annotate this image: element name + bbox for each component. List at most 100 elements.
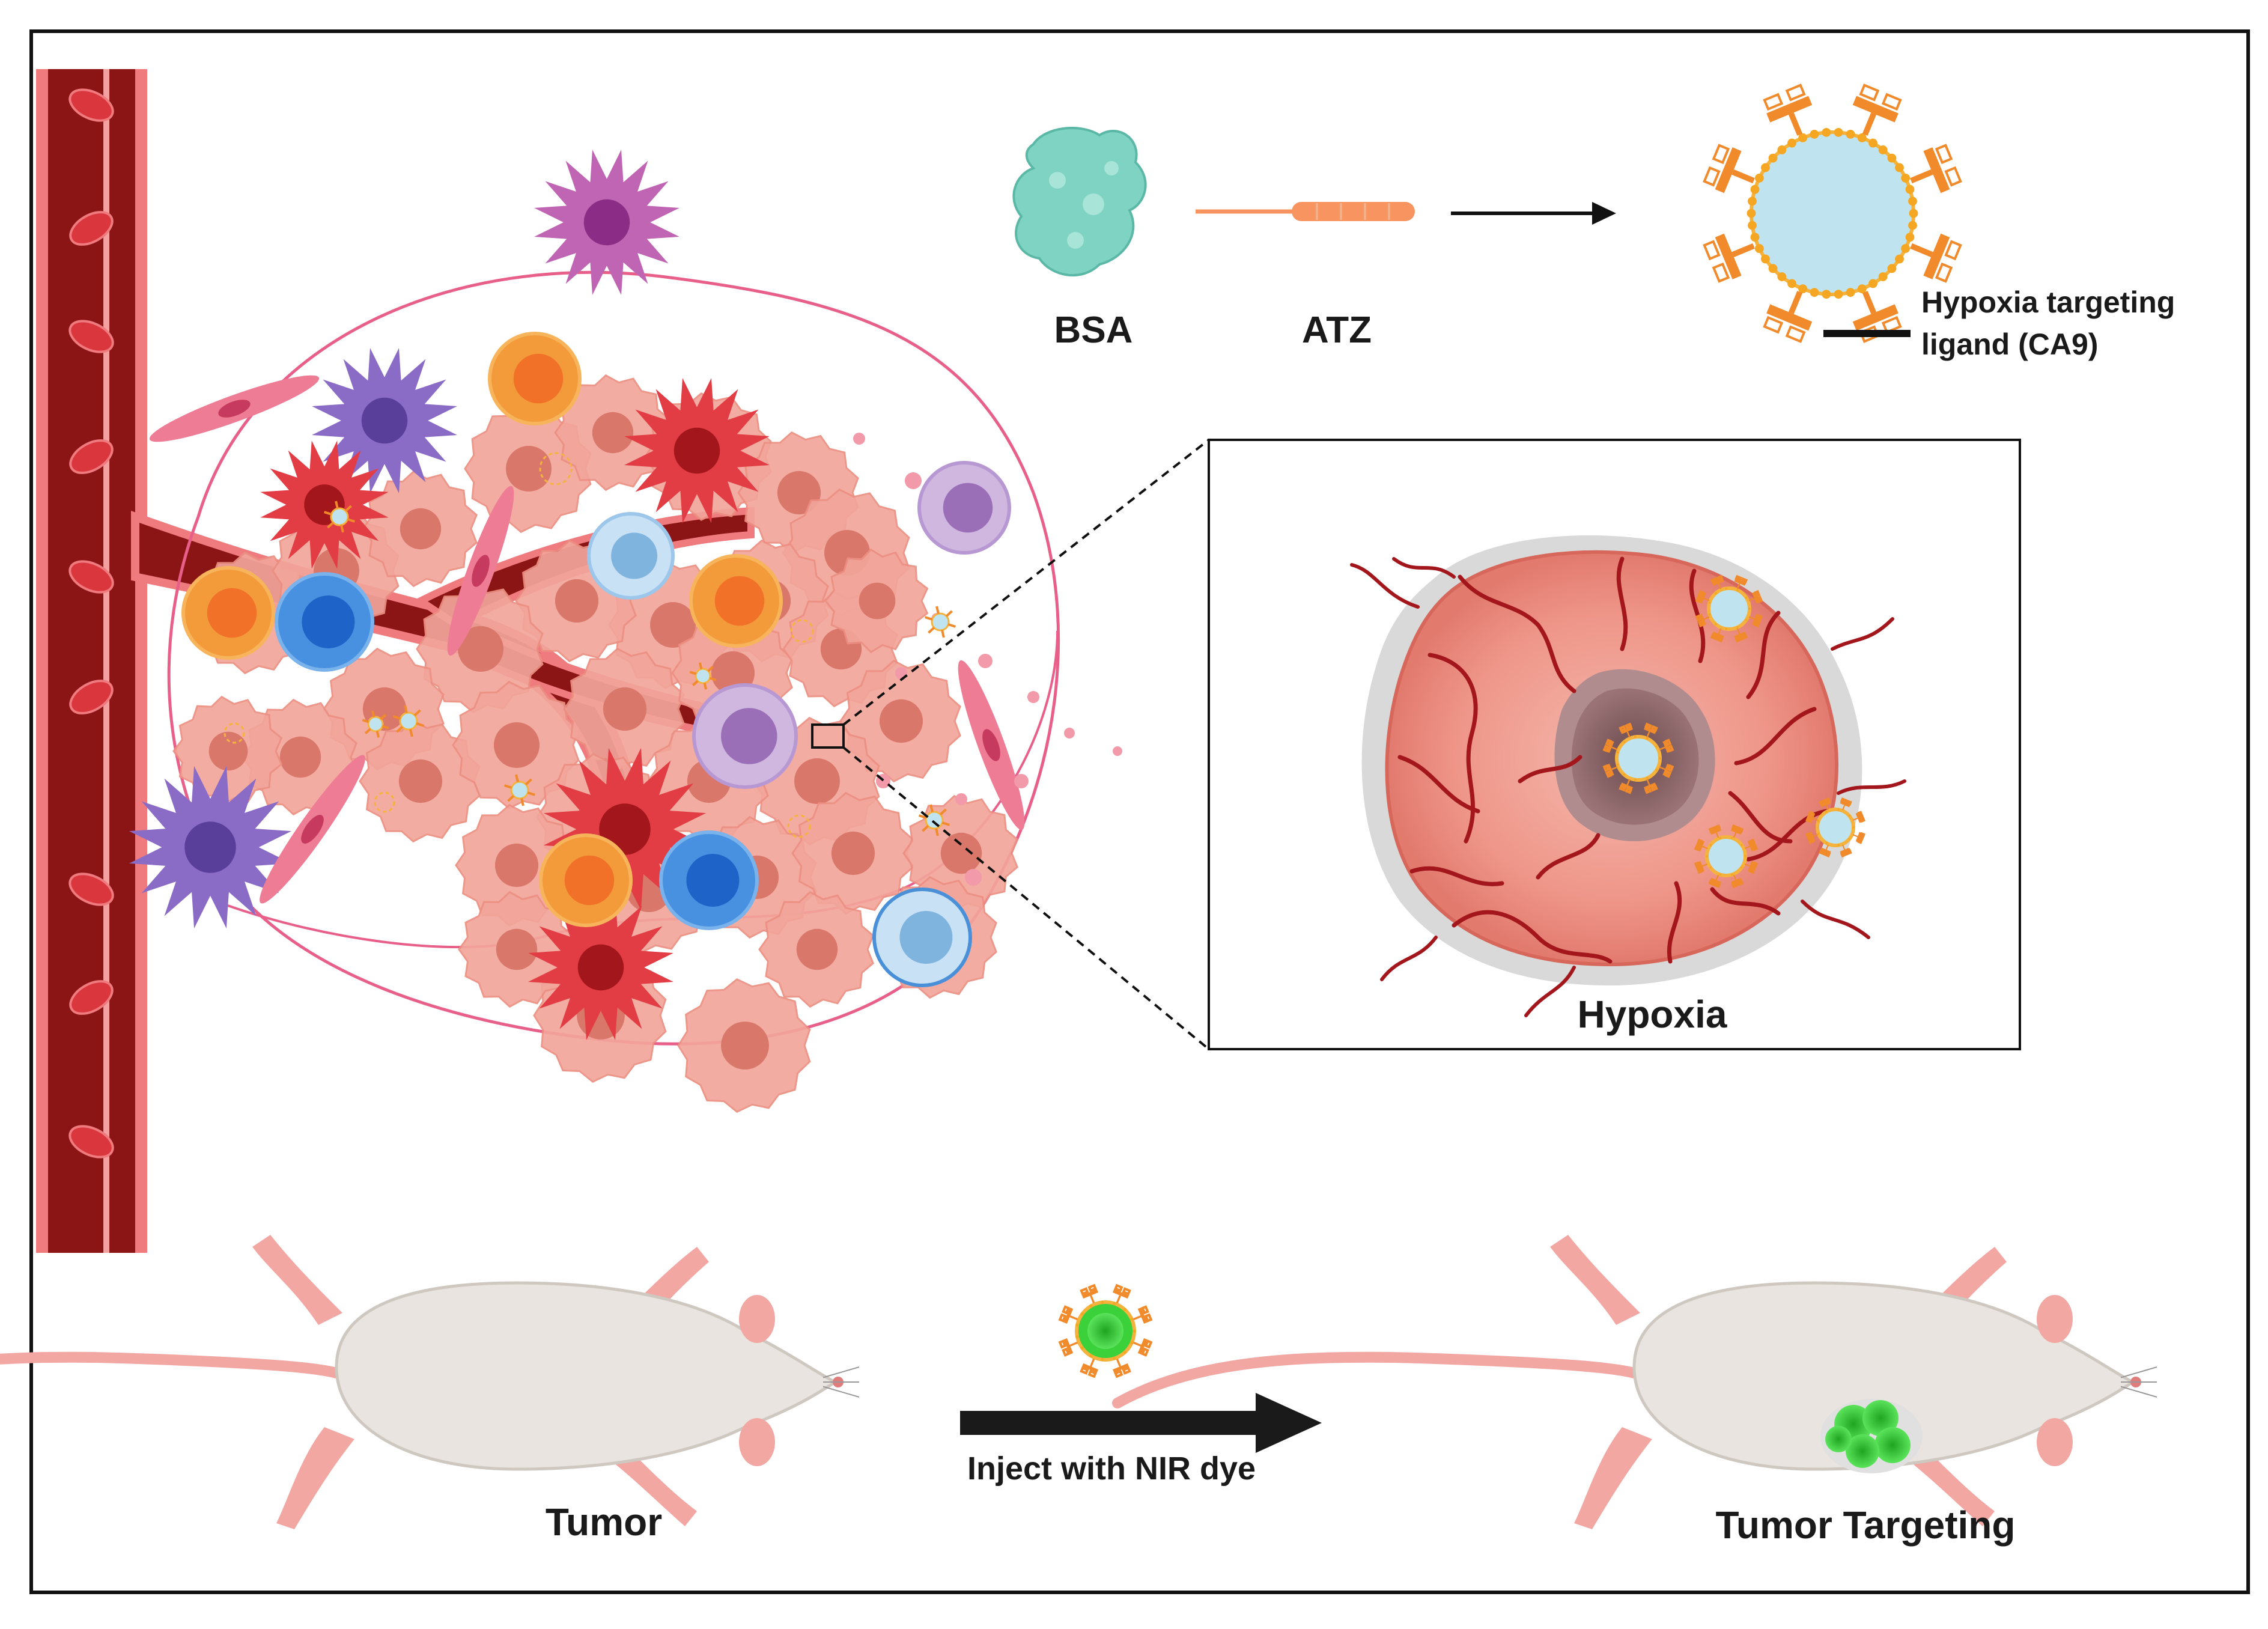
lipid-dot <box>1741 844 1743 846</box>
antibody-ligand <box>1731 824 1744 838</box>
nir-signal-blob <box>1846 1434 1879 1468</box>
mouse-ear <box>739 1295 775 1343</box>
lipid-dot <box>1646 737 1649 740</box>
t-cell <box>659 830 759 930</box>
lipid-dot <box>1745 596 1748 599</box>
lipid-dot <box>1719 873 1721 876</box>
lipid-dot <box>1089 1304 1093 1308</box>
mouse-leg <box>1574 1427 1652 1529</box>
lipid-dot <box>1659 757 1661 760</box>
nanoparticle-outline <box>539 452 573 486</box>
antibody-ligand <box>1710 628 1724 643</box>
mouse-leg <box>276 1427 354 1529</box>
tumor-mouse-targeted <box>1112 1235 2157 1529</box>
lipid-dot <box>1748 607 1751 610</box>
antibody-ligand <box>1840 797 1852 811</box>
lipid-dot <box>1895 163 1904 172</box>
antibody-ligand <box>1852 291 1902 343</box>
lipid-dot <box>1777 145 1787 154</box>
lipid-dot <box>1857 284 1867 294</box>
antibody-ligand <box>1734 574 1748 589</box>
tumor-label: Tumor <box>546 1500 662 1544</box>
mouse-whisker <box>822 1366 860 1378</box>
antibody-ligand <box>1113 1283 1131 1304</box>
lipid-dot <box>1817 820 1820 823</box>
antibody-ligand <box>1910 233 1962 283</box>
targeted-nanoparticle <box>1602 722 1674 794</box>
antibody-ligand <box>1058 1305 1078 1324</box>
red-blood-cell <box>69 211 114 246</box>
red-blood-cell <box>69 439 114 474</box>
lipid-dot <box>1708 601 1711 604</box>
inject-label: Inject with NIR dye <box>967 1451 1256 1487</box>
lipid-dot <box>1075 1335 1079 1339</box>
mouse-body-group <box>0 1235 860 1529</box>
mouse-ear <box>2037 1418 2073 1466</box>
antibody-ligand <box>1805 832 1819 844</box>
lipid-dot <box>1623 773 1626 776</box>
synthesis-arrow <box>1451 202 1616 225</box>
tumor-cell <box>824 548 929 654</box>
lipid-dot <box>1798 284 1808 294</box>
targeted-nanoparticle <box>1694 824 1759 889</box>
lipid-dot <box>1714 623 1717 626</box>
mouse-leg <box>1550 1235 1640 1325</box>
lipid-dot <box>1868 279 1877 288</box>
exosome-dot <box>905 472 922 489</box>
lipid-dot <box>1887 153 1897 163</box>
fibroblast-cell <box>149 375 320 442</box>
nanoparticle <box>323 501 356 533</box>
lipid-dot <box>1909 209 1918 218</box>
lipid-dot <box>1887 264 1897 273</box>
nanoparticle-core <box>1707 586 1751 631</box>
antibody-ligand <box>1602 738 1618 753</box>
exosome-dot <box>955 793 967 805</box>
lipid-dot <box>1634 778 1637 781</box>
nanoparticle-outline <box>790 619 814 643</box>
antibody-ligand <box>1695 614 1710 628</box>
mouse-leg <box>252 1235 342 1325</box>
tumor-cell <box>359 719 481 843</box>
dendritic-cell <box>312 348 457 493</box>
exosome-dot <box>1113 746 1122 756</box>
lipid-dot <box>1655 745 1658 748</box>
antibody-ligand <box>1694 861 1708 874</box>
lipid-dot <box>1895 254 1904 264</box>
tumor-cell <box>563 647 685 771</box>
macrophage-cell <box>692 683 798 789</box>
antibody-ligand <box>1748 589 1763 604</box>
lipid-dot <box>1714 592 1717 595</box>
lipid-dot <box>1706 855 1708 857</box>
lipid-dot <box>1101 1358 1104 1362</box>
lipid-dot <box>1655 769 1658 772</box>
tumor-vasculature <box>1350 556 1906 1017</box>
mouse-whisker <box>2120 1386 2157 1398</box>
antibody-ligand <box>1602 764 1618 778</box>
targeted-nanoparticle <box>1805 797 1865 857</box>
lipid-dot <box>1719 836 1721 839</box>
lipid-dot <box>1901 174 1911 183</box>
nanoparticle <box>503 774 536 806</box>
dendritic-cell <box>129 766 292 929</box>
nir-signal-blob <box>1862 1400 1899 1436</box>
tumor-microenvironment <box>129 150 1122 1113</box>
lipid-dot <box>1709 844 1712 846</box>
lipid-dot <box>1748 221 1757 230</box>
antibody-ligand <box>1080 1283 1098 1304</box>
dendritic-cell <box>534 150 679 295</box>
antibody-ligand <box>1710 574 1724 589</box>
ligand-label-line2: ligand (CA9) <box>1921 327 2098 361</box>
lipid-dot <box>1731 836 1733 839</box>
tumor-cell <box>758 891 874 1008</box>
red-blood-cell <box>68 1125 114 1159</box>
nir-signal-blob <box>1874 1427 1911 1463</box>
antibody-ligand <box>1708 824 1721 838</box>
macrophage-cell <box>917 461 1011 555</box>
red-blood-cell <box>68 88 114 122</box>
antibody-ligand <box>1619 779 1633 794</box>
antibody-ligand <box>1744 861 1759 874</box>
antibody-ligand <box>1619 722 1633 738</box>
lipid-dot <box>1750 233 1760 242</box>
lipid-dot <box>1810 129 1819 139</box>
hypoxia-label: Hypoxia <box>1578 993 1727 1036</box>
